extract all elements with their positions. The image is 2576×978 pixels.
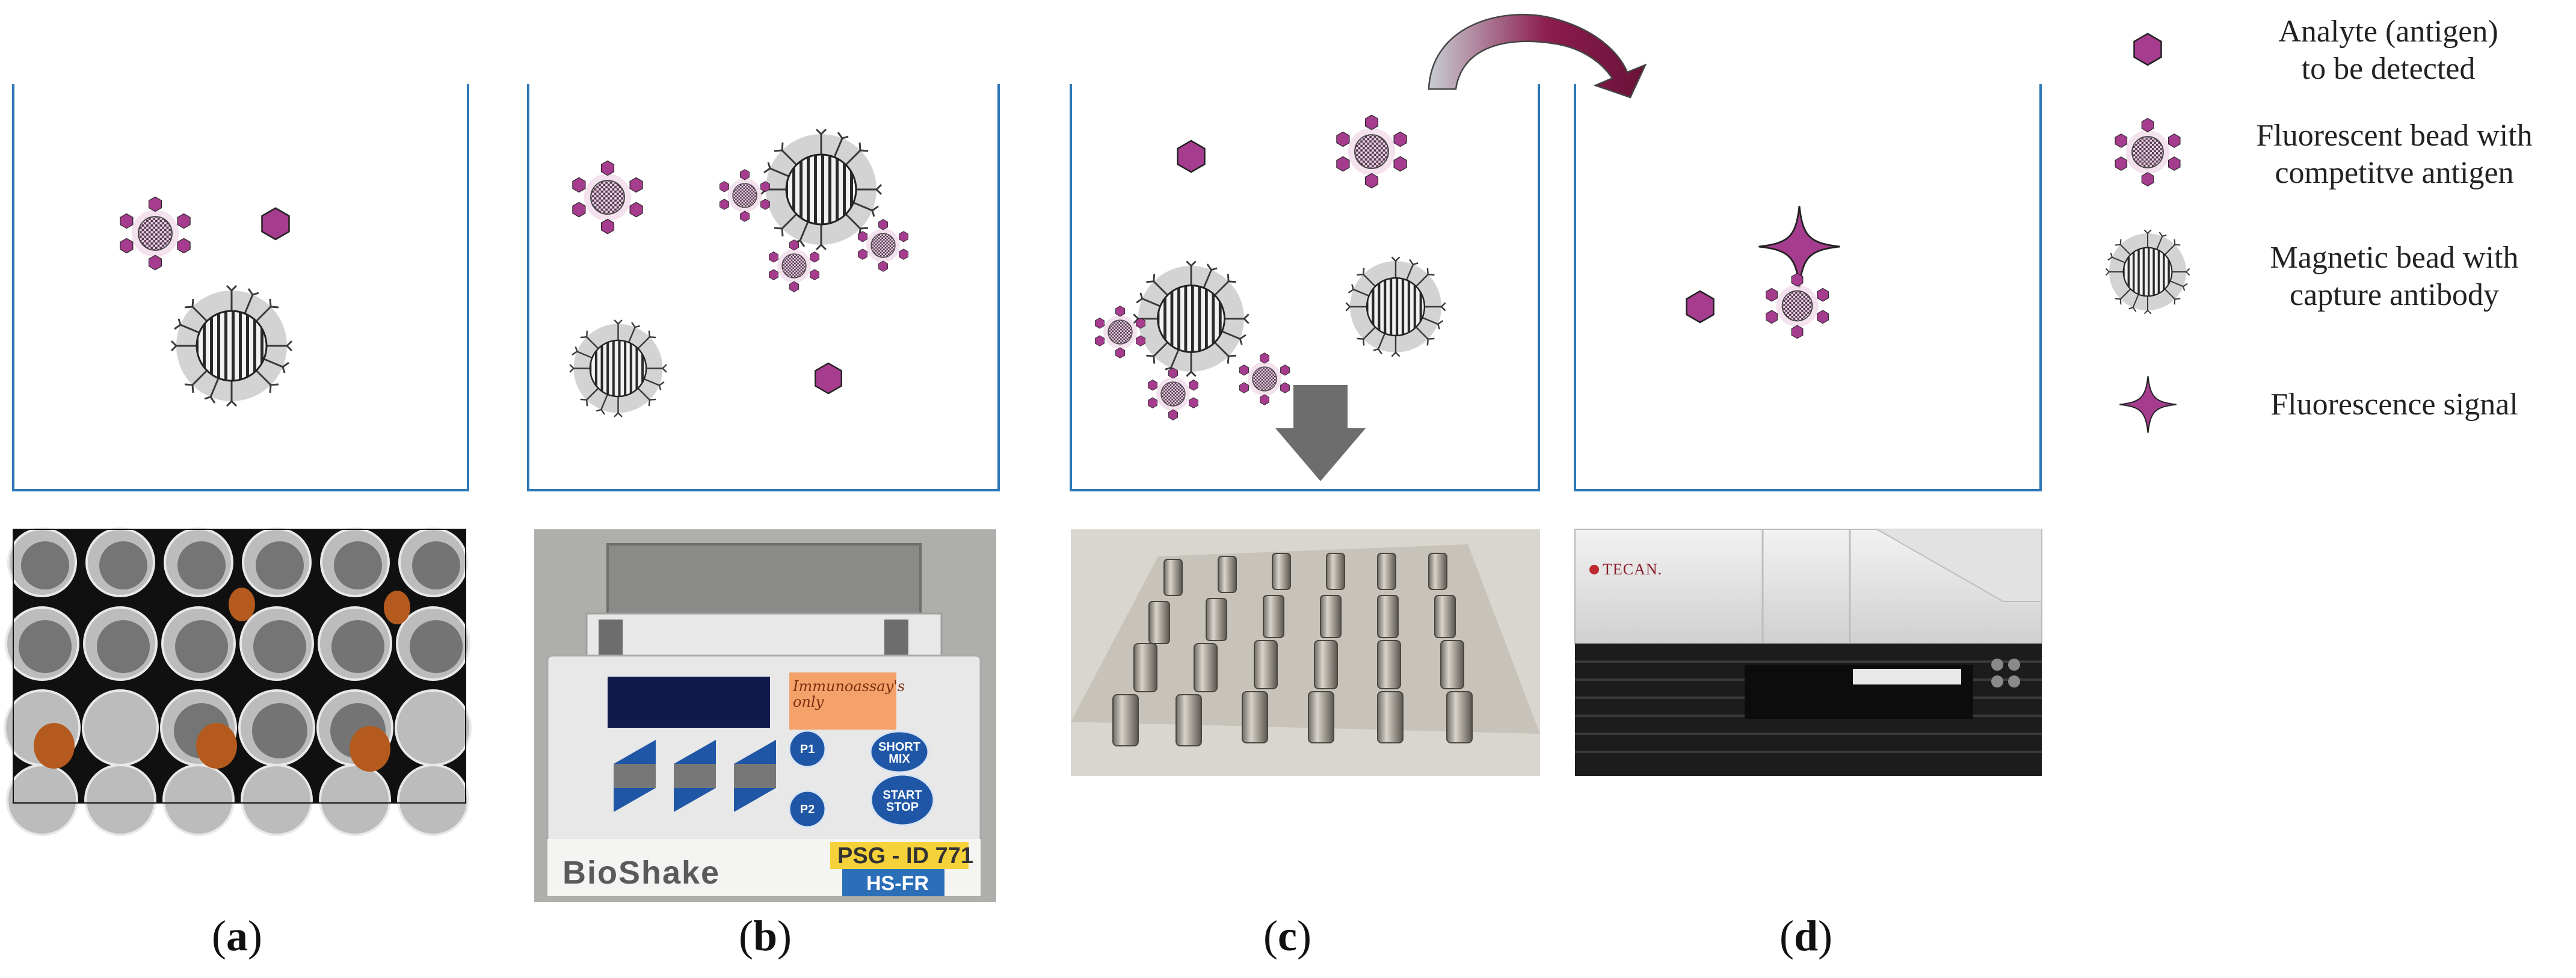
legend-magnetic-bead-icon [2105,229,2190,315]
well-a [12,84,469,491]
legend-fluorescent-bead-label: Fluorescent bead with competitve antigen [2226,117,2563,192]
fluorescent-bead-icon [120,197,190,269]
fluorescent-bead-icon [1766,273,1829,338]
magnetic-bead-icon [1132,260,1250,378]
fluorescent-bead-icon [1337,115,1407,188]
caption-b: (b) [739,912,792,960]
tecan-brand-label: TECAN. [1603,561,1663,578]
legend-fluorescent-bead-line1: Fluorescent bead with [2256,118,2533,153]
magnetic-bead-icon [170,284,293,407]
legend-analyte-icon [2133,32,2162,66]
caption-a: (a) [212,912,262,960]
magnetic-bead-icon [1345,256,1446,357]
legend-magnetic-bead-line1: Magnetic bead with [2270,241,2519,275]
caption-a-letter: a [226,912,248,960]
legend-analyte-line2: to be detected [2301,52,2476,86]
p2-button-label: P2 [800,803,815,816]
legend-signal-line1: Fluorescence signal [2270,387,2518,422]
well-d [1574,84,2042,491]
fluorescent-bead-icon [1095,306,1145,358]
transfer-arrow-icon [1428,14,1647,99]
fluorescent-bead-icon [1240,353,1290,405]
fluorescent-bead-icon [1148,368,1198,420]
caption-c: (c) [1263,912,1311,960]
legend-analyte-line1: Analyte (antigen) [2278,14,2498,49]
legend-signal-label: Fluorescence signal [2226,386,2563,423]
p1-button-label: P1 [800,743,815,756]
photo-c-magnet-plate [1071,529,1540,776]
photo-d-tecan-reader [1574,529,2042,776]
well-c [1070,84,1540,491]
caption-d-letter: d [1793,912,1819,960]
well-b [527,84,1000,491]
hsfr-model-label: HS-FR [866,872,929,895]
legend-signal-icon [2119,375,2177,434]
short-mix-button-label: SHORT MIX [878,740,920,766]
photo-a-well-plate [4,527,472,836]
psg-id-label: PSG - ID 771 [837,843,973,869]
bioshake-brand-label: BioShake [562,855,721,891]
analyte-icon [261,207,290,241]
photo-b-bioshake [534,529,996,902]
fluorescent-bead-icon [858,220,908,272]
magnet-down-arrow-icon [1275,385,1366,481]
legend-magnetic-bead-line2: capture antibody [2290,278,2499,312]
analyte-icon [1686,290,1715,324]
fluorescent-bead-icon [573,161,642,233]
magnetic-bead-icon [569,319,668,418]
legend-analyte-label: Analyte (antigen) to be detected [2232,13,2545,88]
legend-magnetic-bead-label: Magnetic bead with capture antibody [2226,239,2563,314]
caption-c-letter: c [1277,912,1297,960]
caption-b-letter: b [753,912,778,960]
caption-d: (d) [1779,912,1833,960]
analyte-icon [815,362,842,395]
legend-fluorescent-bead-icon [2115,118,2180,186]
fluorescent-bead-icon [720,170,770,222]
fluorescent-bead-icon [769,240,819,292]
sticker-note: Immunoassay's only [793,678,905,710]
start-stop-button-label: START STOP [883,789,922,814]
analyte-icon [1177,140,1206,173]
legend-fluorescent-bead-line2: competitve antigen [2275,156,2514,190]
